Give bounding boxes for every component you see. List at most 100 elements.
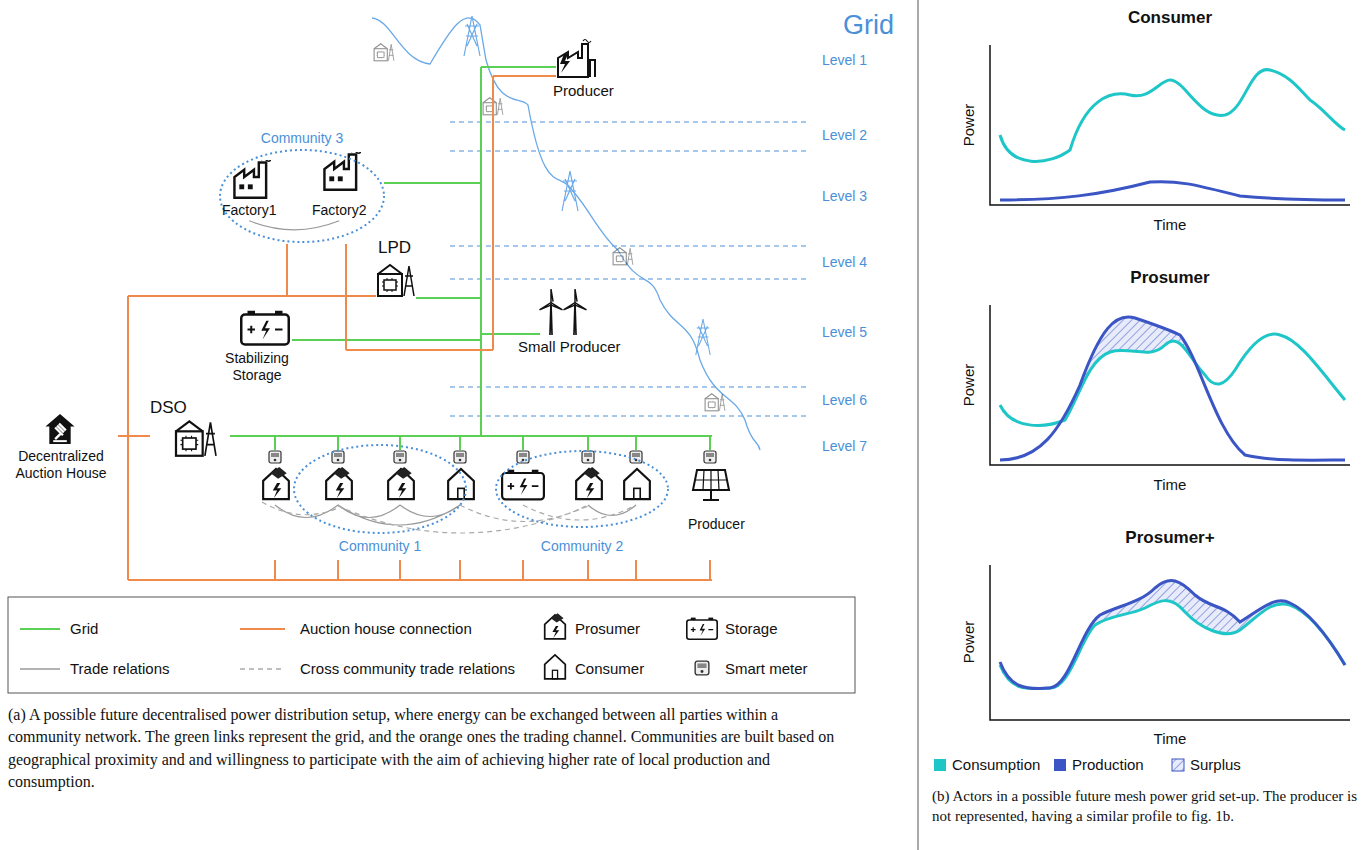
label: Level 3: [822, 188, 867, 204]
illustration-part: [582, 451, 594, 463]
illustration-part: [1000, 317, 1345, 460]
illustration-part-part: [262, 502, 636, 533]
legend-text: Auction house connection: [300, 620, 472, 637]
label-wrap: Power: [960, 104, 977, 147]
node-text: Factory1: [222, 202, 276, 219]
illustration-part: [502, 470, 544, 500]
illustration-part: [613, 248, 633, 265]
legend-text-wrap: Auction house connection: [300, 620, 472, 637]
legend-text: Grid: [70, 620, 98, 637]
illustration-part: [8, 597, 855, 693]
community-ellipse: Community 2: [494, 444, 670, 562]
node-label: Factory1: [222, 202, 276, 219]
legend-text: Production: [1072, 756, 1144, 773]
label: Level 5: [822, 324, 867, 340]
connector: [249, 221, 339, 230]
label-wrap: Level 1: [822, 52, 867, 68]
node-label: Stabilizing Storage: [214, 350, 300, 384]
illustration-part: [20, 668, 60, 670]
illustration-part: [464, 16, 480, 56]
label: Prosumer+: [1125, 528, 1214, 548]
illustration-part: [45, 414, 74, 444]
label-wrap: Time: [1154, 730, 1187, 747]
node-text: Small Producer: [518, 338, 621, 356]
illustration-part: [695, 661, 709, 675]
label: Level 1: [822, 52, 867, 68]
label-wrap: Level 7: [822, 438, 867, 454]
illustration-part: [558, 40, 595, 78]
legend-text-wrap: Trade relations: [70, 660, 170, 677]
label: Prosumer: [1130, 268, 1209, 288]
label-wrap: Level 3: [822, 188, 867, 204]
legend-text-wrap: Storage: [725, 620, 778, 637]
label: Time: [1154, 476, 1187, 493]
illustration-part: [262, 502, 636, 533]
label: Power: [960, 104, 977, 147]
illustration-part: [517, 451, 529, 463]
illustration-part: [230, 67, 712, 450]
label-wrap: Prosumer: [1130, 268, 1209, 288]
node-text: DSO: [150, 398, 232, 418]
illustration-part-part: [128, 76, 712, 580]
illustration-part: [1000, 70, 1345, 162]
legend-text: Smart meter: [725, 660, 808, 677]
legend-text: Storage: [725, 620, 778, 637]
node-text: Factory2: [312, 202, 366, 219]
label-wrap: Level 6: [822, 392, 867, 408]
illustration-part: [696, 319, 710, 355]
illustration-part: [990, 45, 1350, 720]
illustration-part: [20, 628, 60, 630]
community-ellipse: Community 3 Factory1 Factory2: [216, 130, 388, 244]
grid-title: Grid: [843, 10, 894, 41]
legend-text-wrap: Consumption: [952, 756, 1040, 773]
legend-text-wrap: Prosumer: [575, 620, 640, 637]
legend-text-wrap: Smart meter: [725, 660, 808, 677]
label-wrap: Time: [1154, 476, 1187, 493]
label: Power: [960, 364, 977, 407]
node-text: Producer: [553, 82, 614, 100]
illustration-part: [1000, 334, 1345, 465]
node-text: Producer: [688, 516, 745, 533]
label-wrap: Power: [960, 621, 977, 664]
illustration-part-part: [292, 67, 556, 436]
label-wrap: Time: [1154, 216, 1187, 233]
illustration-part: [454, 451, 466, 463]
caption-wrap: (a) A possible future decentralised powe…: [8, 704, 854, 794]
node-label: Decentralized Auction House: [4, 410, 118, 482]
node-label: LPD: [378, 238, 411, 258]
illustration-part: [269, 451, 281, 463]
illustration-part: [564, 289, 587, 335]
illustration-part: [1000, 601, 1345, 689]
node-label: DSO: [150, 398, 232, 462]
illustration-part: [1000, 182, 1345, 200]
label: Time: [1154, 216, 1187, 233]
community-ellipse: Community 1: [292, 442, 468, 560]
node-text: Community 3: [216, 130, 388, 147]
illustration-part: [687, 618, 717, 640]
illustration-part: [394, 451, 406, 463]
legend-text-wrap: Grid: [70, 620, 98, 637]
legend-swatch: [1054, 759, 1066, 771]
community-outline-part: [496, 451, 668, 527]
caption-wrap: (b) Actors in a possible future mesh pow…: [932, 787, 1360, 826]
illustration-part: [562, 171, 578, 211]
label: Level 6: [822, 392, 867, 408]
label: Power: [960, 621, 977, 664]
node-text: Community 2: [494, 538, 670, 555]
illustration-part: [545, 613, 566, 639]
node-label: Producer: [553, 82, 614, 100]
label-wrap: Level 2: [822, 127, 867, 143]
illustration-part-part: [450, 122, 810, 416]
node-text: Community 1: [292, 538, 468, 555]
illustration-part: [1000, 581, 1345, 720]
node-text: Stabilizing Storage: [214, 350, 300, 384]
legend-text-wrap: Surplus: [1190, 756, 1241, 773]
illustration-part: [705, 394, 725, 411]
legend-text: Trade relations: [70, 660, 170, 677]
illustration-part: [1172, 759, 1184, 771]
illustration-part: [1000, 581, 1345, 689]
illustration-part: [1000, 334, 1345, 425]
illustration-part-part: [275, 560, 710, 580]
illustration-part: [374, 44, 394, 61]
